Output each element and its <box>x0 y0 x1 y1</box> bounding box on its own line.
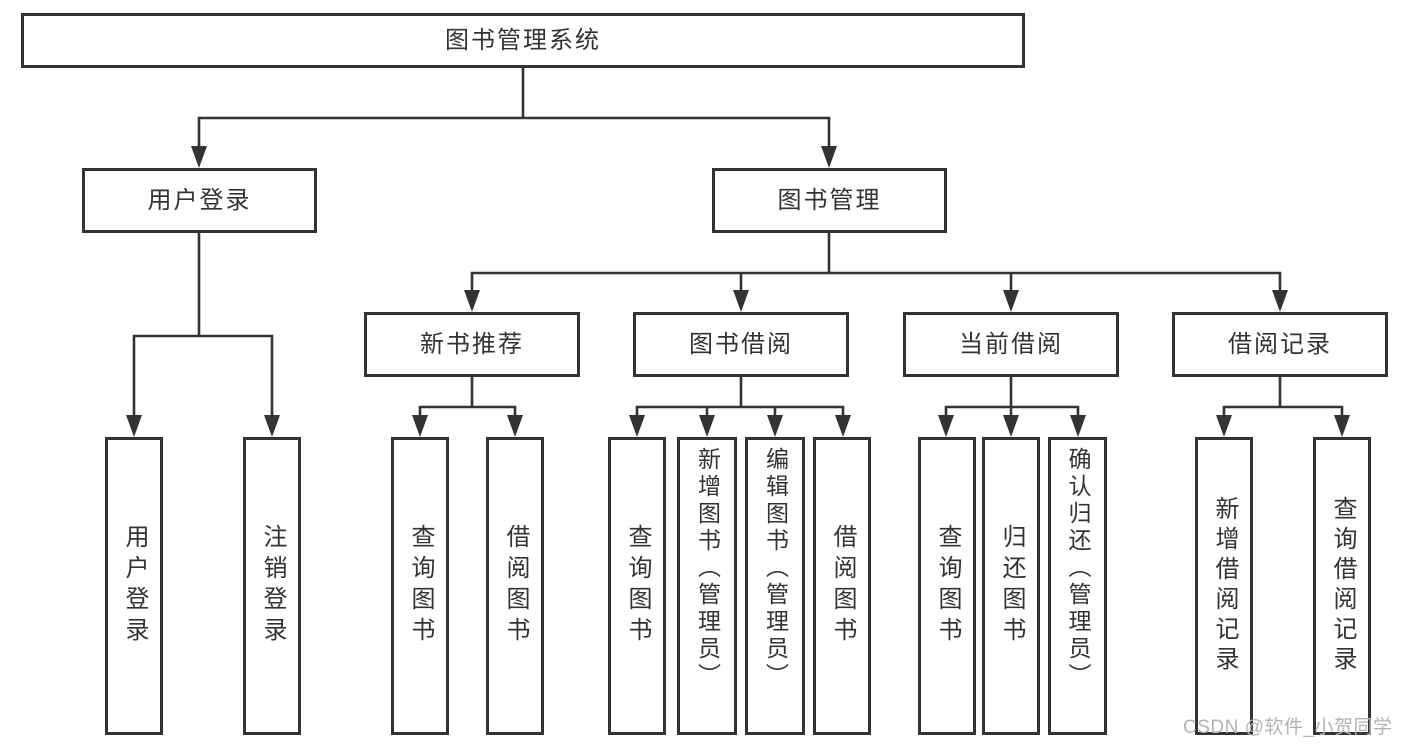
node-user-login-leaf: 用户登录 <box>105 437 163 735</box>
connector-user-login-branch <box>132 334 274 415</box>
node-label: 当前借阅 <box>959 330 1063 358</box>
node-borrowing-records: 借阅记录 <box>1172 312 1388 377</box>
node-label: 新增借阅记录 <box>1211 496 1238 676</box>
node-label: 查询借阅记录 <box>1329 496 1356 676</box>
node-add-borrow-record: 新增借阅记录 <box>1195 437 1253 735</box>
node-borrow-books-recommend: 借阅图书 <box>486 437 544 735</box>
node-current-borrowing: 当前借阅 <box>903 312 1119 377</box>
node-label: 图书借阅 <box>689 330 793 358</box>
node-label: 图书管理系统 <box>445 26 601 54</box>
csdn-watermark: CSDN @软件_小贺同学 <box>1183 717 1393 738</box>
arrowhead-icon <box>835 415 851 437</box>
arrowhead-icon <box>464 290 480 312</box>
node-borrow-books-borrowing: 借阅图书 <box>813 437 871 735</box>
arrowhead-icon <box>1003 290 1019 312</box>
arrowhead-icon <box>1070 415 1086 437</box>
arrowhead-icon <box>1272 290 1288 312</box>
node-confirm-return-admin: 确认归还（管理员） <box>1048 437 1107 735</box>
node-label: 用户登录 <box>121 524 148 648</box>
arrowhead-icon <box>126 415 142 437</box>
connector-branch <box>635 405 845 415</box>
arrowhead-icon <box>938 415 954 437</box>
connector-branch <box>418 405 517 415</box>
arrowhead-icon <box>1216 415 1232 437</box>
node-label: 借阅记录 <box>1228 330 1332 358</box>
arrowhead-icon <box>507 415 523 437</box>
node-add-books-admin: 新增图书（管理员） <box>677 437 737 735</box>
node-edit-books-admin: 编辑图书（管理员） <box>745 437 805 735</box>
node-user-login: 用户登录 <box>82 168 317 233</box>
node-label: 借阅图书 <box>502 524 529 648</box>
arrowhead-icon <box>767 415 783 437</box>
node-book-borrowing: 图书借阅 <box>633 312 849 377</box>
node-query-borrow-record: 查询借阅记录 <box>1313 437 1371 735</box>
arrowhead-icon <box>629 415 645 437</box>
connector-level3-branch <box>470 271 1282 290</box>
node-return-books: 归还图书 <box>982 437 1040 735</box>
node-label: 确认归还（管理员） <box>1065 447 1091 690</box>
arrowhead-icon <box>191 146 207 168</box>
node-label: 图书管理 <box>777 186 882 214</box>
node-book-management: 图书管理 <box>712 168 947 233</box>
connector-level2-branch <box>197 116 831 146</box>
node-label: 新增图书（管理员） <box>694 447 721 690</box>
connector-branch <box>1222 405 1344 415</box>
node-library-management-system: 图书管理系统 <box>21 13 1025 68</box>
node-label: 查询图书 <box>624 524 651 648</box>
node-query-books-current: 查询图书 <box>918 437 976 735</box>
arrowhead-icon <box>821 146 837 168</box>
node-logout-leaf: 注销登录 <box>243 437 301 735</box>
node-label: 归还图书 <box>998 524 1025 648</box>
node-label: 借阅图书 <box>829 524 856 648</box>
node-query-books-recommend: 查询图书 <box>391 437 449 735</box>
arrowhead-icon <box>1003 415 1019 437</box>
arrowhead-icon <box>699 415 715 437</box>
arrowhead-icon <box>733 290 749 312</box>
node-new-book-recommendation: 新书推荐 <box>364 312 580 377</box>
node-label: 编辑图书（管理员） <box>762 447 789 690</box>
arrowhead-icon <box>264 415 280 437</box>
node-label: 注销登录 <box>259 524 286 648</box>
node-label: 用户登录 <box>147 186 252 214</box>
node-label: 新书推荐 <box>420 330 524 358</box>
node-query-books-borrowing: 查询图书 <box>608 437 666 735</box>
arrowhead-icon <box>1334 415 1350 437</box>
node-label: 查询图书 <box>934 524 961 648</box>
node-label: 查询图书 <box>407 524 434 648</box>
arrowhead-icon <box>412 415 428 437</box>
